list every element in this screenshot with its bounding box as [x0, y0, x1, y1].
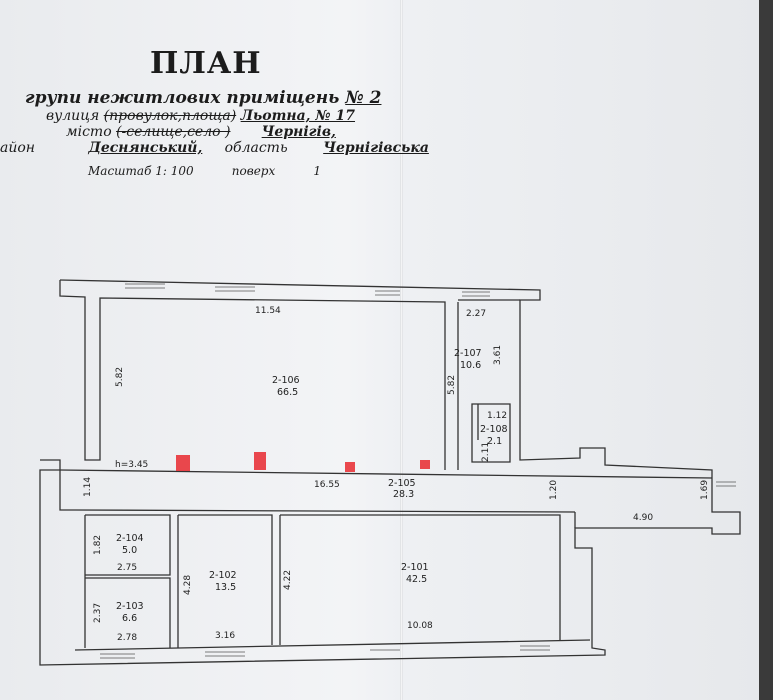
subtitle-prefix: групи нежитлових приміщень	[25, 88, 340, 108]
plan-title: ПЛАН	[150, 46, 262, 81]
room-2-106: 2-106 66.5	[272, 375, 300, 398]
dim-label: 1.12	[487, 411, 507, 421]
room-area: 66.5	[277, 387, 298, 398]
room-id: 2-101	[401, 562, 429, 573]
red-marker	[176, 455, 190, 471]
dim-label: 10.08	[407, 621, 433, 631]
group-number: № 2	[345, 88, 382, 108]
dim-label: 2.75	[117, 563, 137, 573]
street-label: вулиця	[46, 108, 100, 124]
dim-label: 2.37	[93, 603, 103, 623]
sheet-edge	[759, 0, 773, 700]
dim-label: 4.90	[633, 513, 653, 523]
city-label: місто	[66, 124, 112, 140]
room-area: 2.1	[487, 436, 502, 447]
paper-fold	[400, 0, 403, 700]
street-struck: (провулок,площа)	[103, 108, 237, 124]
room-area: 13.5	[215, 582, 236, 593]
room-area: 6.6	[122, 613, 137, 624]
dim-label: 1.69	[700, 480, 710, 500]
room-area: 10.6	[460, 360, 481, 371]
dim-label: 1.82	[93, 535, 103, 555]
red-marker	[345, 462, 355, 472]
dim-label: 5.82	[447, 375, 457, 395]
dim-label: h=3.45	[115, 460, 148, 470]
street-value: Льотна, № 17	[240, 108, 356, 124]
room-2-101: 2-101 42.5	[401, 562, 429, 585]
room-area: 42.5	[406, 574, 427, 585]
room-2-102: 2-102 13.5	[209, 570, 237, 593]
dim-label: 4.22	[283, 570, 293, 590]
region-label: область	[224, 140, 288, 156]
city-value: Чернігів,	[261, 124, 336, 140]
room-2-108: 2-108 2.1	[480, 424, 508, 447]
room-2-103: 2-103 6.6	[116, 601, 144, 624]
district-line: айон Деснянський, область Чернігівська	[0, 140, 429, 156]
room-id: 2-106	[272, 375, 300, 386]
room-id: 2-105	[388, 478, 416, 489]
dim-label: 4.28	[183, 575, 193, 595]
red-marker	[420, 460, 430, 469]
dim-label: 2.27	[466, 309, 486, 319]
street-line: вулиця (провулок,площа) Льотна, № 17	[46, 108, 355, 124]
room-2-105: 2-105 28.3	[388, 478, 416, 500]
room-2-107: 2-107 10.6	[454, 348, 482, 371]
room-area: 28.3	[393, 489, 414, 500]
scale-text: Масштаб 1: 100	[88, 164, 194, 178]
scale-line: Масштаб 1: 100 поверх 1	[88, 164, 321, 178]
room-id: 2-104	[116, 533, 144, 544]
red-marker	[254, 452, 266, 470]
dim-label: 1.14	[83, 477, 93, 497]
region-value: Чернігівська	[323, 140, 429, 156]
room-id: 2-102	[209, 570, 237, 581]
room-2-104: 2-104 5.0	[116, 533, 144, 556]
room-id: 2-103	[116, 601, 144, 612]
dim-label: 3.61	[493, 345, 503, 365]
room-id: 2-108	[480, 424, 508, 435]
dim-label: 2.11	[481, 442, 491, 462]
plan-walls	[39, 279, 741, 666]
floor-label: поверх	[231, 164, 276, 178]
dim-label: 1.20	[549, 480, 559, 500]
dim-label: 11.54	[255, 306, 281, 316]
furniture-markers	[176, 452, 430, 472]
plan-subtitle: групи нежитлових приміщень № 2	[25, 88, 381, 108]
room-area: 5.0	[122, 545, 137, 556]
dim-label: 5.82	[115, 367, 125, 387]
room-id: 2-107	[454, 348, 482, 359]
city-struck: (-селище,село )	[116, 124, 231, 140]
district-label: айон	[0, 140, 36, 156]
dim-label: 3.16	[215, 631, 235, 641]
dim-label: 2.78	[117, 633, 137, 643]
dim-label: 16.55	[314, 480, 340, 490]
district-value: Деснянський,	[88, 140, 203, 156]
floor-value: 1	[313, 164, 322, 178]
plan-windows	[100, 283, 736, 659]
city-line: місто (-селище,село ) Чернігів,	[66, 124, 336, 140]
